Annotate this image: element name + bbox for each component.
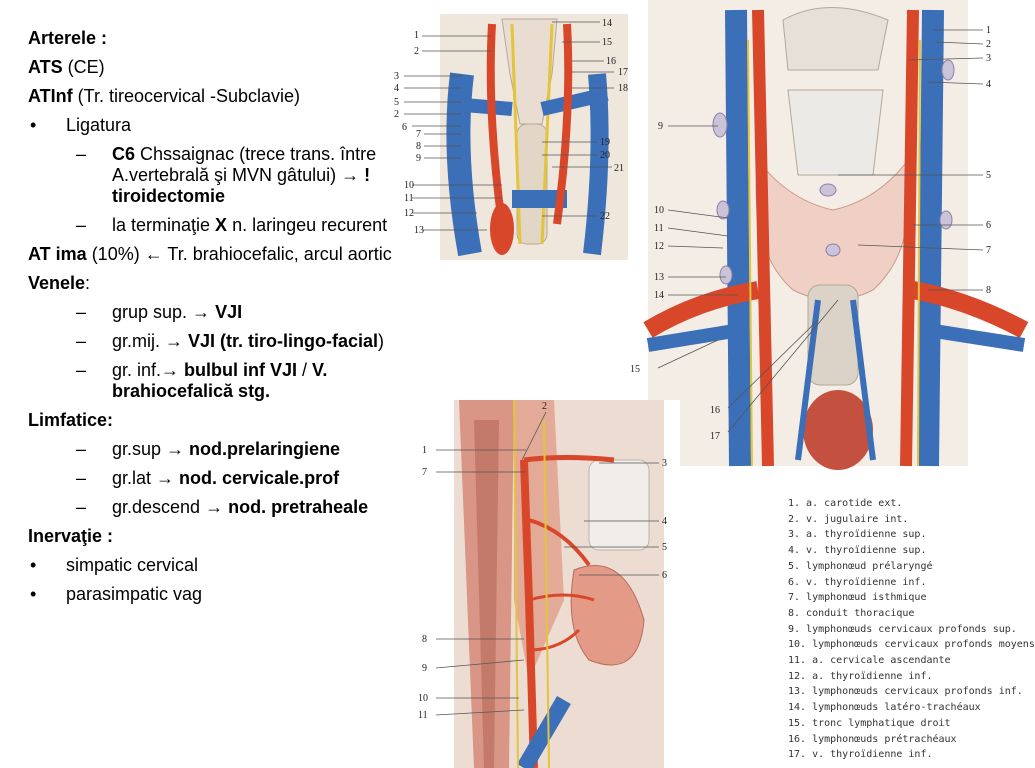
fig2-right-label-0: 1 xyxy=(986,25,991,36)
legend-item: 17. v. thyroïdienne inf. xyxy=(788,749,933,761)
notes-column: Arterele : ATS (CE) ATInf (Tr. tireocerv… xyxy=(28,28,428,613)
bullet-ligatura: Ligatura xyxy=(28,115,428,136)
fig2-right-label-2: 3 xyxy=(986,53,991,64)
fig3-right-label-3: 5 xyxy=(662,542,667,553)
fig3-left-label-2: 8 xyxy=(422,634,427,645)
line-at-ima: AT ima (10%) ← Tr. brahiocefalic, arcul … xyxy=(28,244,392,264)
legend-item: 2. v. jugulaire int. xyxy=(788,513,909,525)
bullet-simpatic: simpatic cervical xyxy=(28,555,428,576)
heading-limfatice: Limfatice: xyxy=(28,410,114,430)
fig2-left-label-3: 12 xyxy=(654,241,664,252)
fig1-right-label-3: 17 xyxy=(618,67,628,78)
legend-item: 13. lymphonœuds cervicaux profonds inf. xyxy=(788,686,1023,698)
fig1-left-label-6: 6 xyxy=(402,122,407,133)
fig3-left-label-1: 7 xyxy=(422,467,427,478)
fig2-right-label-1: 2 xyxy=(986,39,991,50)
legend-item: 15. tronc lymphatique droit xyxy=(788,717,951,729)
fig1-right-label-8: 22 xyxy=(600,211,610,222)
legend-item: 9. lymphonœuds cervicaux profonds sup. xyxy=(788,623,1017,635)
fig2-left-label-6: 15 xyxy=(630,364,640,375)
fig2-right-label-5: 6 xyxy=(986,220,991,231)
bullet-parasimpatic: parasimpatic vag xyxy=(28,584,428,605)
legend-item: 16. lymphonœuds prétrachéaux xyxy=(788,733,957,745)
fig1-right-label-4: 18 xyxy=(618,83,628,94)
fig1-right-label-6: 20 xyxy=(600,150,610,161)
fig3-left-label-0: 1 xyxy=(422,445,427,456)
dash-limf-desc: gr.descend → nod. pretraheale xyxy=(28,497,428,518)
fig3-right-label-0: 2 xyxy=(542,401,547,412)
fig2-left-label-1: 10 xyxy=(654,205,664,216)
fig1-right-label-0: 14 xyxy=(602,18,612,29)
legend-item: 12. a. thyroïdienne inf. xyxy=(788,670,933,682)
fig2-left-label-2: 11 xyxy=(654,223,664,234)
dash-c6: C6 Chssaignac (trece trans. între A.vert… xyxy=(28,144,428,207)
fig1-left-label-4: 5 xyxy=(394,97,399,108)
fig2-right-label-4: 5 xyxy=(986,170,991,181)
dash-terminatie: la terminaţie X n. laringeu recurent xyxy=(28,215,428,236)
fig3-left-label-3: 9 xyxy=(422,663,427,674)
legend-item: 8. conduit thoracique xyxy=(788,607,915,619)
fig1-left-label-7: 7 xyxy=(416,129,421,140)
fig1-left-label-13: 13 xyxy=(414,225,424,236)
legend-item: 11. a. cervicale ascendante xyxy=(788,655,951,666)
legend-item: 7. lymphonœud isthmique xyxy=(788,592,927,604)
heading-inervatie: Inervaţie : xyxy=(28,526,114,546)
dash-limf-sup: gr.sup → nod.prelaringiene xyxy=(28,439,428,460)
fig1-left-label-5: 2 xyxy=(394,109,399,120)
fig2-left-label-5: 14 xyxy=(654,290,664,301)
figure-neck-lateral: 1 7 8 9 10 11 2 3 4 5 6 xyxy=(414,399,680,768)
fig1-left-label-1: 2 xyxy=(414,46,419,57)
legend-item: 4. v. thyroïdienne sup. xyxy=(788,545,927,557)
fig2-left-label-7: 16 xyxy=(710,405,720,416)
fig1-left-label-3: 4 xyxy=(394,83,399,94)
fig1-left-label-10: 10 xyxy=(404,180,414,191)
fig3-right-label-2: 4 xyxy=(662,516,667,527)
line-ats: ATS (CE) xyxy=(28,57,105,77)
legend-item: 1. a. carotide ext. xyxy=(788,498,903,509)
legend-item: 14. lymphonœuds latéro-trachéaux xyxy=(788,702,981,714)
fig1-right-label-7: 21 xyxy=(614,163,624,174)
fig3-right-label-1: 3 xyxy=(662,458,667,469)
fig1-right-label-5: 19 xyxy=(600,137,610,148)
dash-limf-lat: gr.lat → nod. cervicale.prof xyxy=(28,468,428,489)
legend-item: 3. a. thyroïdienne sup. xyxy=(788,529,927,541)
fig2-left-label-8: 17 xyxy=(710,431,720,442)
fig1-left-label-8: 8 xyxy=(416,141,421,152)
legend-item: 5. lymphonœud prélaryngé xyxy=(788,560,933,572)
fig2-left-label-4: 13 xyxy=(654,272,664,283)
fig2-right-label-3: 4 xyxy=(986,79,991,90)
dash-vene-mij: gr.mij. → VJI (tr. tiro-lingo-facial) xyxy=(28,331,428,352)
fig1-left-label-9: 9 xyxy=(416,153,421,164)
heading-venele: Venele: xyxy=(28,273,91,293)
fig1-left-label-11: 11 xyxy=(404,193,414,204)
fig1-left-label-0: 1 xyxy=(414,30,419,41)
fig1-right-label-1: 15 xyxy=(602,37,612,48)
fig2-left-label-0: 9 xyxy=(658,121,663,132)
fig1-left-label-12: 12 xyxy=(404,208,414,219)
fig3-left-label-4: 10 xyxy=(418,693,428,704)
fig2-right-label-7: 8 xyxy=(986,285,991,296)
dash-vene-sup: grup sup. → VJI xyxy=(28,302,428,323)
fig3-right-label-4: 6 xyxy=(662,570,667,581)
legend-item: 6. v. thyroïdienne inf. xyxy=(788,576,927,588)
dash-vene-inf: gr. inf.→ bulbul inf VJI / V. brahiocefa… xyxy=(28,360,428,402)
heading-arterele: Arterele : xyxy=(28,28,108,48)
fig2-right-label-6: 7 xyxy=(986,245,991,256)
legend-item: 10. lymphonœuds cervicaux profonds moyen… xyxy=(788,639,1035,651)
fig1-right-label-2: 16 xyxy=(606,56,616,67)
fig1-left-label-2: 3 xyxy=(394,71,399,82)
line-atinf: ATInf (Tr. tireocervical -Subclavie) xyxy=(28,86,301,106)
fig3-left-label-5: 11 xyxy=(418,710,428,721)
figure-legend: 1. a. carotide ext. 2. v. jugulaire int. 3… xyxy=(780,492,1035,768)
